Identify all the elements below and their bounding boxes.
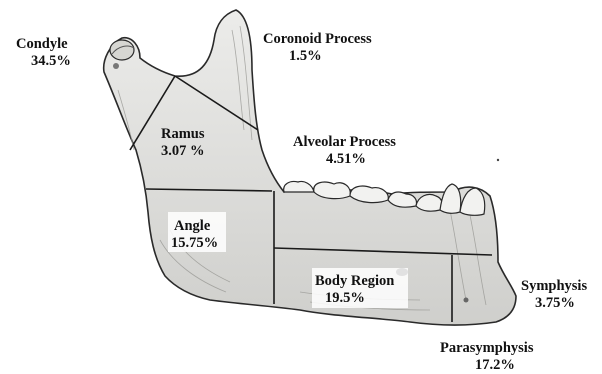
symphysis-name: Symphysis — [521, 278, 587, 295]
symphysis-foramen — [464, 298, 469, 303]
label-alveolar-process: Alveolar Process 4.51% — [293, 134, 396, 168]
speck — [497, 159, 499, 161]
angle-percent: 15.75% — [171, 235, 218, 252]
parasymphysis-name: Parasymphysis — [440, 340, 533, 357]
coronoid-name: Coronoid Process — [263, 31, 372, 48]
body-name: Body Region — [315, 273, 394, 290]
body-percent: 19.5% — [325, 290, 394, 307]
condyle-percent: 34.5% — [31, 53, 71, 70]
condyle-name: Condyle — [16, 36, 71, 53]
label-coronoid-process: Coronoid Process 1.5% — [263, 31, 372, 65]
label-body-region: Body Region 19.5% — [315, 273, 394, 307]
symphysis-percent: 3.75% — [535, 295, 587, 312]
ramus-name: Ramus — [161, 126, 205, 143]
label-symphysis: Symphysis 3.75% — [521, 278, 587, 312]
angle-name: Angle — [174, 218, 218, 235]
label-ramus: Ramus 3.07 % — [161, 126, 205, 160]
label-condyle: Condyle 34.5% — [16, 36, 71, 70]
label-angle: Angle 15.75% — [171, 218, 218, 252]
alveolar-name: Alveolar Process — [293, 134, 396, 151]
parasymphysis-percent: 17.2% — [475, 357, 533, 374]
ramus-percent: 3.07 % — [161, 143, 205, 160]
label-parasymphysis: Parasymphysis 17.2% — [440, 340, 533, 374]
alveolar-percent: 4.51% — [326, 151, 396, 168]
coronoid-percent: 1.5% — [289, 48, 372, 65]
